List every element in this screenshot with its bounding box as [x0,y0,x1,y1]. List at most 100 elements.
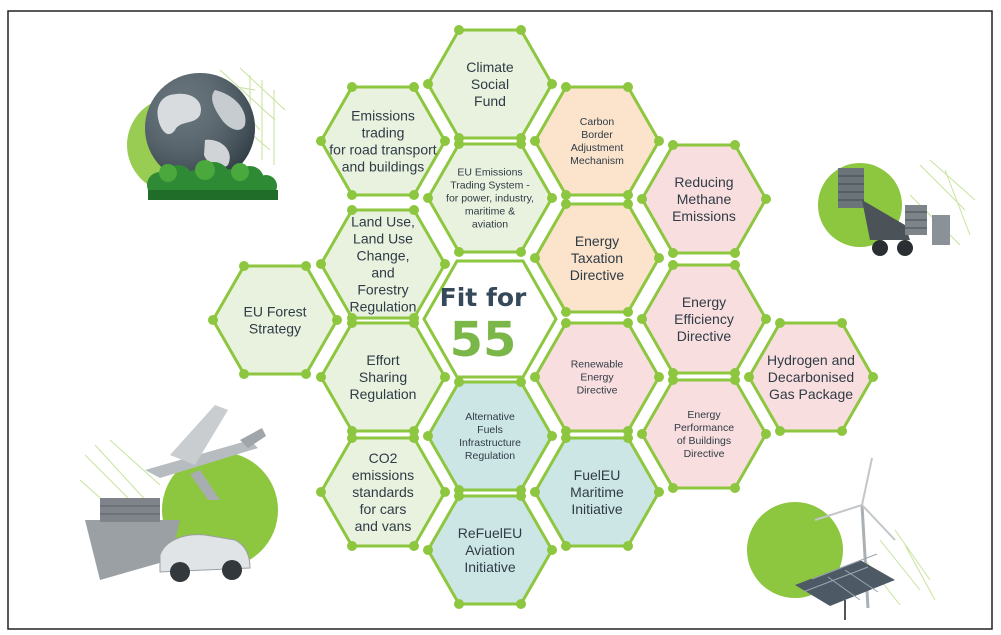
hexagon-label-line: standards [352,484,413,500]
vertex-dot [301,369,311,379]
hexagon-label-line: Renewable [571,359,624,371]
vertex-dot [454,139,464,149]
hexagon-label-line: EU Forest [243,303,306,319]
title-line-2: 55 [450,312,517,368]
hexagon-label-line: Land Use, [351,213,415,229]
hexagon-label-line: Energy [580,372,614,384]
hexagon-label-line: Efficiency [674,311,734,327]
hexagon-label-line: Maritime [570,484,624,500]
hexagon-label-line: Initiative [571,501,623,517]
vertex-dot [454,377,464,387]
vertex-dot [440,487,450,497]
vertex-dot [761,429,771,439]
vertex-dot [440,372,450,382]
hexagon-label-line: for power, industry, [446,193,534,205]
vertex-dot [347,190,357,200]
vertex-dot [409,190,419,200]
hexagon-label-line: Initiative [464,559,516,575]
vertex-dot [347,541,357,551]
hexagon-label-line: Aviation [465,542,515,558]
vertex-dot [347,433,357,443]
hexagon-label-line: Directive [684,448,725,460]
vertex-dot [730,260,740,270]
center-hexagon: Fit for 55 [422,259,558,379]
hexagon-label-line: CO2 [369,450,398,466]
vertex-dot [530,487,540,497]
vertex-dot [668,260,678,270]
vertex-dot [730,140,740,150]
vertex-dot [668,483,678,493]
vertex-dot [409,541,419,551]
vertex-dot [332,315,342,325]
vertex-dot [409,82,419,92]
vertex-dot [530,136,540,146]
vertex-dot [561,190,571,200]
vertex-dot [316,136,326,146]
vertex-dot [668,368,678,378]
hexagon-label-line: EU Emissions [457,167,522,179]
vertex-dot [423,545,433,555]
vertex-dot [409,426,419,436]
hexagon-label-line: Directive [677,328,732,344]
hexagon-label-line: Trading System - [450,180,530,192]
vertex-dot [668,375,678,385]
vertex-dot [654,487,664,497]
vertex-dot [516,599,526,609]
vertex-dot [775,318,785,328]
vertex-dot [561,82,571,92]
vertex-dot [623,541,633,551]
vertex-dot [516,139,526,149]
hexagon-label-line: Decarbonised [768,369,854,385]
hexagon-label-line: Hydrogen and [767,352,855,368]
vertex-dot [239,369,249,379]
vertex-dot [316,487,326,497]
vertex-dot [561,426,571,436]
vertex-dot [623,190,633,200]
hexagon-label-line: Land Use [353,230,413,246]
hexagon-label-line: and vans [355,518,412,534]
hexagon-label-line: Energy [682,294,726,310]
hexagon-label-line: Effort [366,352,399,368]
vertex-dot [654,253,664,263]
vertex-dot [623,199,633,209]
vertex-dot [561,541,571,551]
container-crane-illustration [818,159,976,256]
vertex-dot [454,25,464,35]
vertex-dot [301,261,311,271]
vertex-dot [547,545,557,555]
vertex-dot [730,368,740,378]
vertex-dot [409,433,419,443]
vertex-dot [239,261,249,271]
hexagon-label-line: Sharing [359,369,407,385]
vertex-dot [561,199,571,209]
vertex-dot [516,491,526,501]
hexagon-label-line: trading [362,124,405,140]
vertex-dot [654,372,664,382]
vertex-dot [623,433,633,443]
vertex-dot [423,79,433,89]
vertex-dot [668,248,678,258]
hexagon-label-line: Directive [577,385,618,397]
vertex-dot [775,426,785,436]
hexagon-label-line: Border [581,129,613,141]
vertex-dot [454,599,464,609]
vertex-dot [208,315,218,325]
wind-solar-illustration [747,457,936,620]
vertex-dot [409,318,419,328]
hexagon-label-line: for road transport [329,141,436,157]
